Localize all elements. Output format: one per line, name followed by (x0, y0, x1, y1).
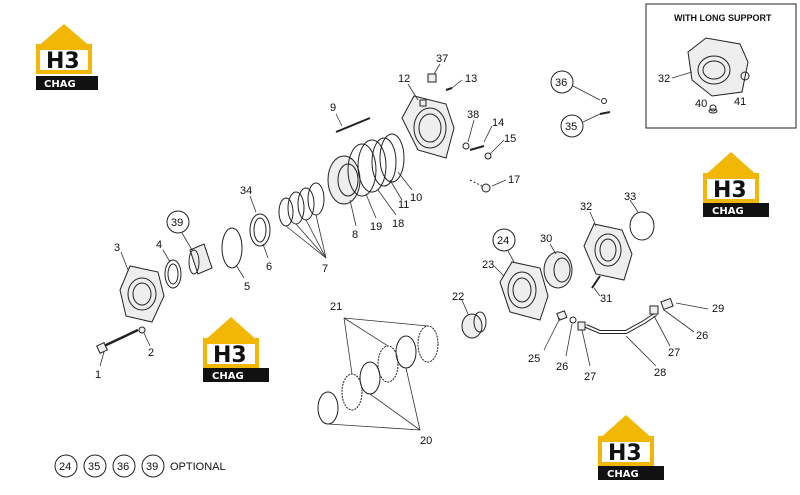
part-fittings-25-26-27 (556, 310, 586, 331)
callout-10: 10 (410, 192, 422, 204)
callout-13: 13 (465, 73, 477, 85)
logo-bottom-right: H3 CHAG (598, 415, 664, 480)
legend-35: 35 (88, 461, 100, 473)
callout-9: 9 (330, 102, 336, 114)
part-fitting-17 (469, 179, 491, 193)
callout-29: 29 (712, 303, 724, 315)
callout-32-inset: 32 (658, 73, 670, 85)
legend-24: 24 (59, 461, 71, 473)
callout-1: 1 (95, 369, 101, 381)
callout-22: 22 (452, 291, 464, 303)
callout-33: 33 (624, 191, 636, 203)
inset-title: WITH LONG SUPPORT (674, 13, 772, 23)
callout-28: 28 (654, 367, 666, 379)
callout-40: 40 (695, 98, 707, 110)
callout-3: 3 (114, 242, 120, 254)
callout-26: 26 (556, 361, 568, 373)
callout-37: 37 (436, 53, 448, 65)
callout-19: 19 (370, 221, 382, 233)
logo-right: H3 CHAG (703, 152, 769, 217)
logo-center-left: H3 CHAG (203, 317, 269, 382)
legend-36: 36 (117, 461, 129, 473)
callout-32: 32 (580, 201, 592, 213)
callout-8: 8 (352, 229, 358, 241)
callout-12: 12 (398, 73, 410, 85)
logo-chag-text: CHAG (44, 79, 76, 90)
callout-5: 5 (244, 281, 250, 293)
logo-chag-text: CHAG (607, 469, 639, 480)
callout-21: 21 (330, 301, 342, 313)
part-sleeve-39 (188, 243, 213, 275)
callout-36: 36 (555, 77, 567, 89)
logo-h3-text: H3 (608, 441, 642, 466)
callout-15: 15 (504, 133, 516, 145)
callout-34: 34 (240, 185, 252, 197)
part-housing-12 (401, 95, 455, 159)
callout-24: 24 (497, 235, 509, 247)
logo-h3-text: H3 (713, 178, 747, 203)
callout-20: 20 (420, 435, 432, 447)
part-cover-30 (543, 251, 573, 289)
part-washer-2 (138, 326, 146, 334)
callout-26b: 26 (696, 330, 708, 342)
logo-h3-text: H3 (46, 49, 80, 74)
optional-legend: 24 35 36 39 OPTIONAL (54, 454, 226, 478)
part-bolt-31 (591, 275, 601, 289)
part-seals-19-18 (347, 139, 387, 197)
legend-39: 39 (146, 461, 158, 473)
part-seal-38 (462, 142, 470, 150)
part-valve-14 (469, 145, 485, 151)
callout-14: 14 (492, 117, 504, 129)
inset-long-support: WITH LONG SUPPORT 32 40 41 (645, 3, 797, 129)
part-plug-37 (427, 73, 437, 83)
part-discs-20-21 (317, 325, 439, 425)
callout-27b: 27 (668, 347, 680, 359)
callout-6: 6 (266, 261, 272, 273)
callout-31: 31 (600, 293, 612, 305)
logo-chag-text: CHAG (712, 206, 744, 217)
logo-h3-text: H3 (213, 343, 247, 368)
part-bearing-4 (164, 259, 182, 289)
callout-2: 2 (148, 347, 154, 359)
part-gear-22 (461, 311, 487, 339)
part-housing-23 (499, 261, 549, 321)
part-35 (599, 111, 611, 115)
part-housing-32 (583, 223, 633, 281)
long-support-housing-part (687, 37, 750, 97)
callout-30: 30 (540, 233, 552, 245)
callout-41: 41 (734, 96, 746, 108)
part-pin-9 (335, 117, 371, 133)
callout-4: 4 (156, 239, 162, 251)
part-piston-8 (327, 155, 361, 205)
logo-chag-text: CHAG (212, 371, 244, 382)
part-ring-6 (249, 213, 271, 247)
callout-23: 23 (482, 259, 494, 271)
callout-7: 7 (322, 263, 328, 275)
part-pipe-28 (585, 297, 674, 334)
part-screw-13 (445, 87, 453, 91)
callout-35: 35 (565, 121, 577, 133)
part-36 (601, 98, 607, 104)
part-cover-3 (119, 265, 165, 323)
legend-optional-label: OPTIONAL (170, 461, 226, 473)
callout-11: 11 (398, 199, 409, 211)
callout-39: 39 (171, 217, 183, 229)
part-oring-5 (221, 227, 243, 269)
callout-25: 25 (528, 353, 540, 365)
logo-top-left: H3 CHAG (36, 24, 98, 90)
callout-17: 17 (508, 174, 520, 186)
part-oring-33 (629, 211, 655, 241)
part-bolt-1 (96, 328, 139, 354)
part-rings-10-11 (371, 133, 405, 187)
callout-27: 27 (584, 371, 596, 383)
callout-18: 18 (392, 218, 404, 230)
part-plug-15 (484, 152, 492, 160)
callout-38: 38 (467, 109, 479, 121)
